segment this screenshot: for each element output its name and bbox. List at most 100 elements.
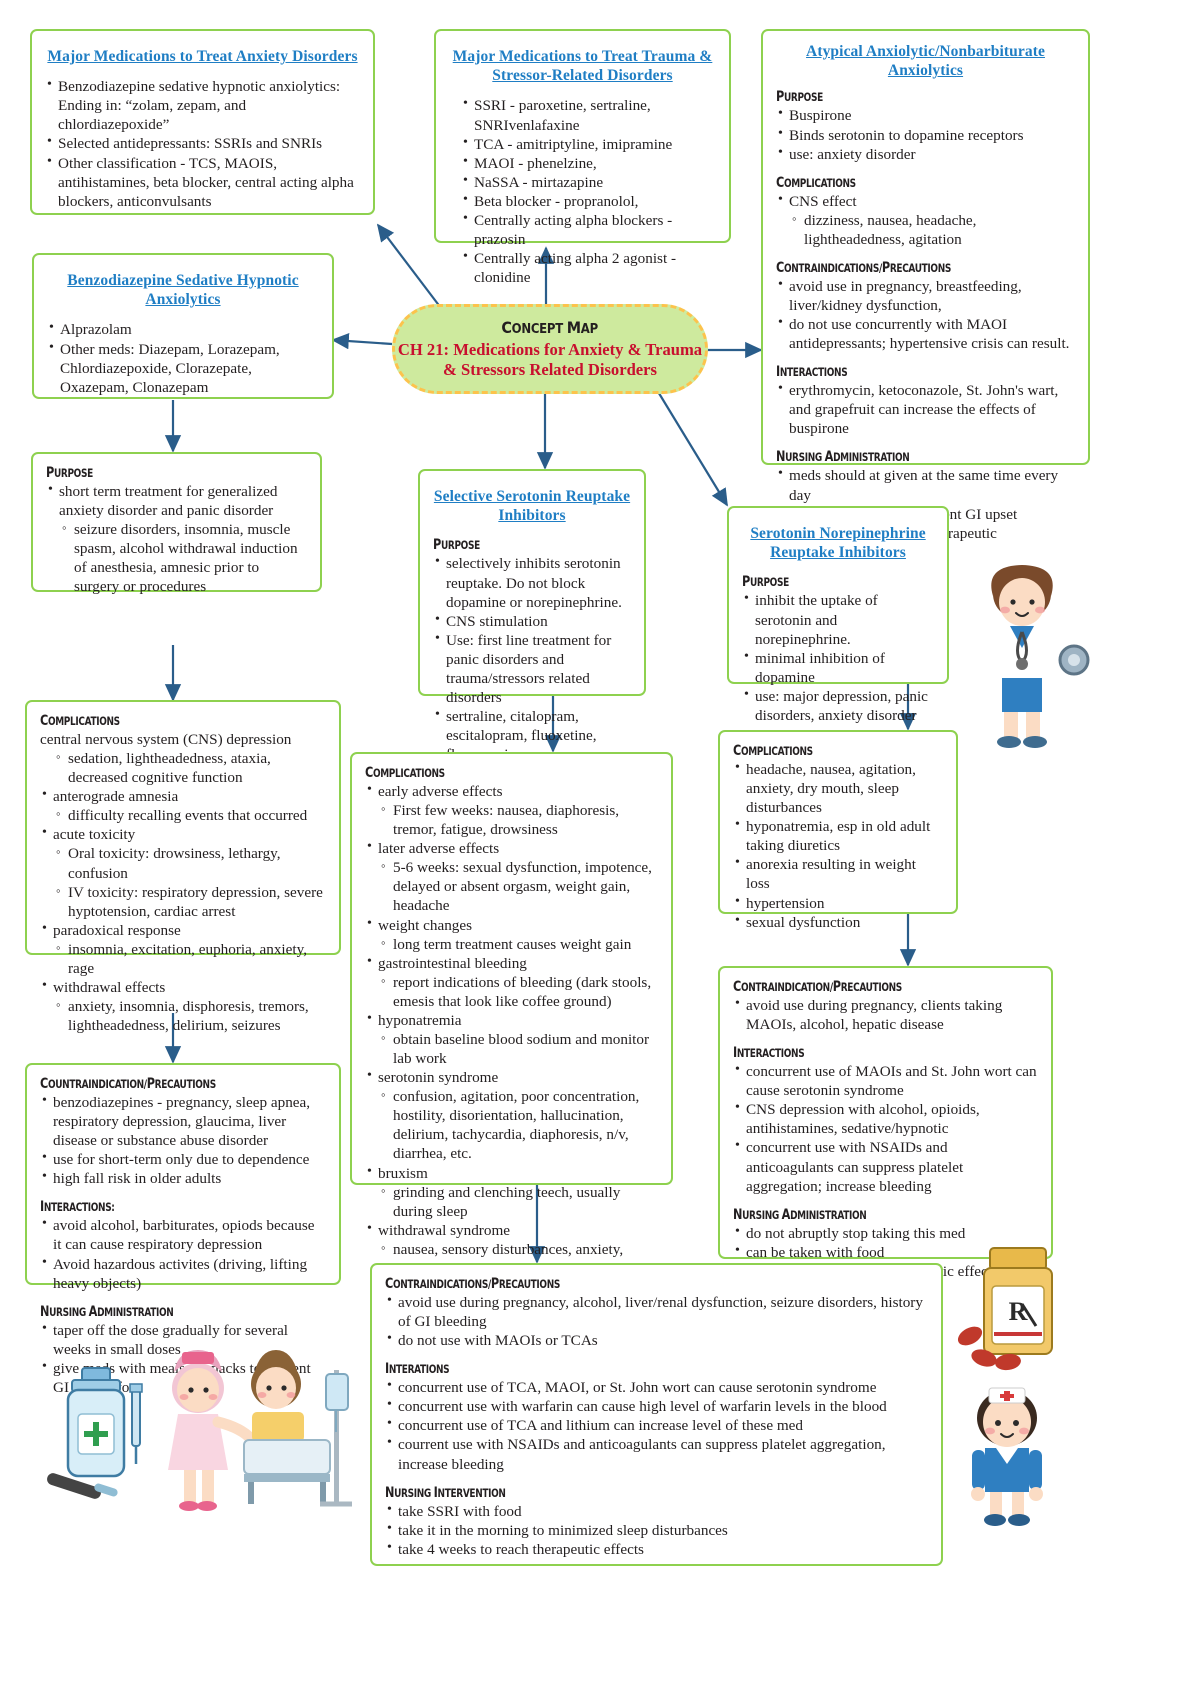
list-item: high fall risk in older adults: [40, 1168, 326, 1188]
bullet-list: avoid use during pregnancy, clients taki…: [733, 995, 1038, 1034]
list-item: Alprazolam: [47, 319, 319, 339]
list-item: take it in the morning to minimized slee…: [385, 1520, 928, 1540]
sections: CONTRAINDICATIONS/PRECAUTIONSavoid use d…: [385, 1275, 928, 1559]
bullet-list: benzodiazepines - pregnancy, sleep apnea…: [40, 1092, 326, 1188]
node-benzo-contraindications: COUNTRAINDICATION/PRECAUTIONSbenzodiazep…: [25, 1063, 341, 1396]
list-item: Selected antidepressants: SSRIs and SNRI…: [45, 133, 360, 153]
list-item: do not use with MAOIs or TCAs: [385, 1330, 928, 1350]
list-item: withdrawal effects: [40, 977, 326, 997]
bullet-list: central nervous system (CNS) depressions…: [40, 730, 326, 1035]
list-item: anxiety, insomnia, disphoresis, tremors,…: [40, 997, 326, 1035]
bullet-list: take SSRI with foodtake it in the mornin…: [385, 1501, 928, 1559]
bullet-list: inhibit the uptake of serotonin and nore…: [742, 590, 934, 725]
nurse-cartoon-illustration: [971, 1387, 1043, 1526]
list-item: Beta blocker - propranolol,: [461, 191, 716, 211]
section-heading: CONTRAINDICATIONS/PRECAUTIONS: [385, 1275, 560, 1292]
list-item: minimal inhibition of dopamine: [742, 648, 934, 687]
list-item: Centrally acting alpha blockers - prazos…: [461, 210, 716, 249]
list-item: Centrally acting alpha 2 agonist -clonid…: [461, 248, 716, 287]
section-heading: CONTRAINDICATION/PRECAUTIONS: [733, 978, 902, 995]
list-item: First few weeks: nausea, diaphoresis, tr…: [365, 801, 658, 839]
bullet-list: avoid use in pregnancy, breastfeeding, l…: [776, 276, 1075, 353]
node-benzodiazepine: Benzodiazepine Sedative Hypnotic Anxioly…: [32, 253, 334, 399]
sections: CONTRAINDICATION/PRECAUTIONSavoid use du…: [733, 978, 1038, 1281]
section-heading: NURSING INTERVENTION: [385, 1483, 506, 1501]
list-item: anterograde amnesia: [40, 786, 326, 806]
section-heading: PURPOSE: [742, 573, 789, 591]
node-major-medications-trauma: Major Medications to Treat Trauma & Stre…: [434, 29, 731, 286]
node-title: Atypical Anxiolytic/Nonbarbiturate Anxio…: [806, 43, 1045, 80]
list-item: MAOI - phenelzine,: [461, 153, 716, 173]
list-item: Other classification - TCS, MAOIS, antih…: [45, 153, 360, 211]
list-item: hyponatremia, esp in old adult taking di…: [733, 816, 943, 855]
node-snri: Serotonin Norepinephrine Reuptake Inhibi…: [727, 506, 949, 724]
list-item: difficulty recalling events that occurre…: [40, 806, 326, 825]
bullet-list: Alprazolam Other meds: Diazepam, Lorazep…: [47, 319, 319, 396]
list-item: avoid use during pregnancy, alcohol, liv…: [385, 1292, 928, 1331]
list-item: avoid use in pregnancy, breastfeeding, l…: [776, 276, 1075, 315]
list-item: seizure disorders, insomnia, muscle spas…: [46, 520, 307, 596]
section-heading: PURPOSE: [776, 88, 823, 106]
bullet-list: SSRI - paroxetine, sertraline, SNRIvenla…: [449, 95, 716, 287]
sections: PURPOSEBuspironeBinds serotonin to dopam…: [776, 88, 1075, 561]
pill-bottle-rx-illustration: R: [957, 1247, 1053, 1371]
section-heading: NURSING ADMINISTRATION: [40, 1302, 174, 1320]
list-item: Oral toxicity: drowsiness, lethargy, con…: [40, 844, 326, 882]
section-heading: PURPOSE: [433, 536, 480, 554]
bullet-list: BuspironeBinds serotonin to dopamine rec…: [776, 105, 1075, 164]
node-snri-contraindications: CONTRAINDICATION/PRECAUTIONSavoid use du…: [718, 966, 1053, 1280]
node-title: Major Medications to Treat Anxiety Disor…: [47, 48, 358, 65]
bullet-list: avoid use during pregnancy, alcohol, liv…: [385, 1292, 928, 1350]
list-item: Binds serotonin to dopamine receptors: [776, 125, 1075, 145]
bullet-list: Benzodiazepine sedative hypnotic anxioly…: [45, 76, 360, 211]
list-item: use: anxiety disorder: [776, 144, 1075, 164]
hub-kicker: CONCEPT MAP: [501, 317, 599, 337]
list-item: concurrent use of TCA, MAOI, or St. John…: [385, 1377, 928, 1397]
section-heading: COMPLICATIONS: [776, 173, 856, 191]
section-heading: INTERACTIONS: [733, 1044, 805, 1062]
section-heading: CONTRAINDICATIONS/PRECAUTIONS: [776, 258, 951, 276]
sections: PURPOSEshort term treatment for generali…: [46, 464, 307, 596]
section-heading: COMPLICATIONS: [733, 742, 813, 759]
list-item: grinding and clenching teech, usually du…: [365, 1183, 658, 1221]
list-item: obtain baseline blood sodium and monitor…: [365, 1030, 658, 1068]
list-item: weight changes: [365, 915, 658, 935]
list-item: insomnia, excitation, euphoria, anxiety,…: [40, 940, 326, 978]
node-benzo-purpose: PURPOSEshort term treatment for generali…: [31, 452, 322, 595]
node-atypical-anxiolytics: Atypical Anxiolytic/Nonbarbiturate Anxio…: [761, 29, 1090, 561]
list-item: central nervous system (CNS) depression: [40, 731, 292, 748]
node-title: Serotonin Norepinephrine Reuptake Inhibi…: [750, 525, 926, 562]
list-item: concurrent use of TCA and lithium can in…: [385, 1415, 928, 1435]
list-item: TCA - amitriptyline, imipramine: [461, 134, 716, 154]
list-item: confusion, agitation, poor concentration…: [365, 1087, 658, 1163]
node-title: Selective Serotonin Reuptake Inhibitors: [433, 488, 631, 525]
central-concept-node: CONCEPT MAP CH 21: Medications for Anxie…: [392, 304, 708, 394]
nurse-and-patient-illustration: [168, 1350, 352, 1511]
list-item: CNS effect: [776, 191, 1075, 211]
bullet-list: early adverse effectsFirst few weeks: na…: [365, 781, 658, 1278]
node-ssri-complications: COMPLICATIONSearly adverse effectsFirst …: [350, 752, 673, 1277]
list-item: hyponatremia: [365, 1010, 658, 1030]
list-item: SSRI - paroxetine, sertraline, SNRIvenla…: [461, 95, 716, 134]
list-item: concurrent use of MAOIs and St. John wor…: [733, 1061, 1038, 1100]
bullet-list: headache, nausea, agitation, anxiety, dr…: [733, 759, 943, 932]
hub-title: CH 21: Medications for Anxiety & Trauma …: [397, 339, 703, 379]
list-item: Use: first line treatment for panic diso…: [433, 630, 631, 707]
list-item: 5-6 weeks: sexual dysfunction, impotence…: [365, 858, 658, 915]
section-heading: NURSING ADMINISTRATION: [733, 1205, 867, 1223]
section-heading: INTERACTIONS: [776, 363, 848, 381]
list-item: Buspirone: [776, 105, 1075, 125]
section-heading: COMPLICATIONS: [40, 712, 120, 729]
list-item: take SSRI with food: [385, 1501, 928, 1521]
list-item: dizziness, nausea, headache, lightheaded…: [776, 211, 1075, 249]
list-item: benzodiazepines - pregnancy, sleep apnea…: [40, 1092, 326, 1150]
bullet-list: concurrent use of MAOIs and St. John wor…: [733, 1061, 1038, 1196]
sections: PURPOSEselectively inhibits serotonin re…: [433, 536, 631, 764]
bullet-list: erythromycin, ketoconazole, St. John's w…: [776, 380, 1075, 438]
bullet-list: concurrent use of TCA, MAOI, or St. John…: [385, 1377, 928, 1473]
list-item: concurrent use with NSAIDs and anticoagu…: [733, 1137, 1038, 1195]
nurse-with-otoscope-illustration: [986, 565, 1090, 748]
